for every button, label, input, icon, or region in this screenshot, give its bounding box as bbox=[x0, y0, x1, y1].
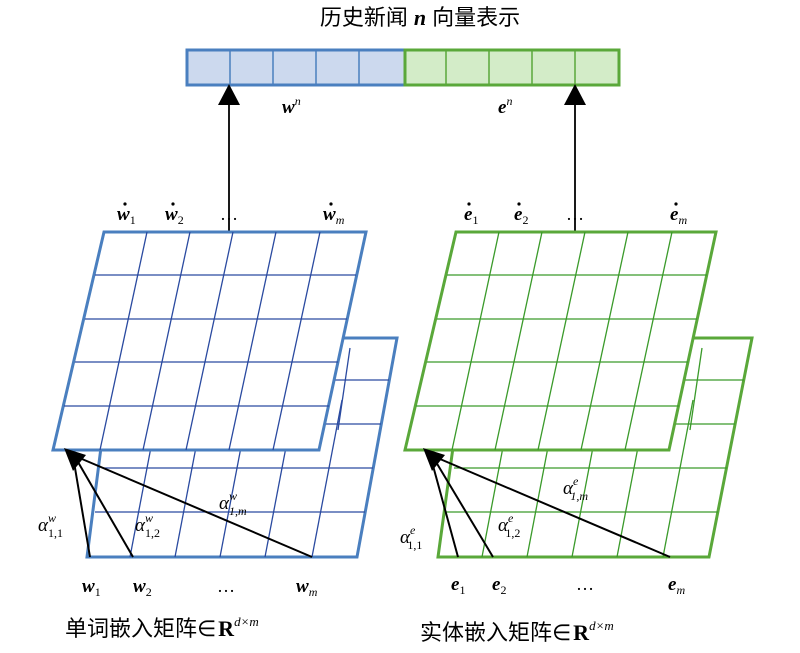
word-attention-arrows bbox=[64, 448, 313, 558]
word-vector-label: wn bbox=[282, 94, 301, 118]
bottom-word-ellipsis: … bbox=[217, 576, 235, 596]
bottom-word-label-2: w2 bbox=[133, 576, 152, 599]
top-word-label-m: wm bbox=[323, 204, 345, 227]
top-word-labels: w1 w2 … wm bbox=[117, 202, 345, 227]
bottom-entity-label-m: em bbox=[668, 574, 685, 597]
word-vector-segment bbox=[185, 48, 407, 87]
top-entity-label-1: e1 bbox=[464, 204, 478, 227]
top-entity-label-2: e2 bbox=[514, 204, 528, 227]
news-vector-bar bbox=[185, 48, 621, 87]
bottom-entity-ellipsis: … bbox=[576, 574, 594, 594]
entity-vector-label: en bbox=[498, 94, 512, 118]
bottom-word-label-1: w1 bbox=[82, 576, 101, 599]
bottom-entity-label-1: e1 bbox=[451, 574, 465, 597]
entity-matrix-front bbox=[403, 230, 718, 452]
top-entity-ellipsis: … bbox=[566, 204, 584, 224]
top-entity-labels: e1 e2 … em bbox=[464, 202, 687, 227]
bottom-entity-label-2: e2 bbox=[492, 574, 506, 597]
word-matrix-front bbox=[51, 230, 368, 452]
top-word-label-2: w2 bbox=[165, 204, 184, 227]
entity-up-arrowhead bbox=[564, 84, 586, 105]
entity-vector-cells bbox=[445, 50, 576, 85]
bottom-word-labels: w1 w2 … wm bbox=[82, 576, 318, 599]
entity-vector-segment bbox=[403, 48, 621, 87]
word-up-arrowhead bbox=[218, 84, 240, 105]
bottom-entity-labels: e1 e2 … em bbox=[451, 574, 685, 597]
word-vector-cells bbox=[229, 50, 360, 85]
bottom-word-label-m: wm bbox=[296, 576, 318, 599]
entity-matrix-caption: 实体嵌入矩阵∈Rd×m bbox=[420, 618, 614, 646]
word-matrix-caption: 单词嵌入矩阵∈Rd×m bbox=[65, 614, 259, 642]
entity-attention-arrows bbox=[423, 448, 671, 558]
top-word-ellipsis: … bbox=[220, 204, 238, 224]
top-word-label-1: w1 bbox=[117, 204, 136, 227]
top-entity-label-m: em bbox=[670, 204, 687, 227]
